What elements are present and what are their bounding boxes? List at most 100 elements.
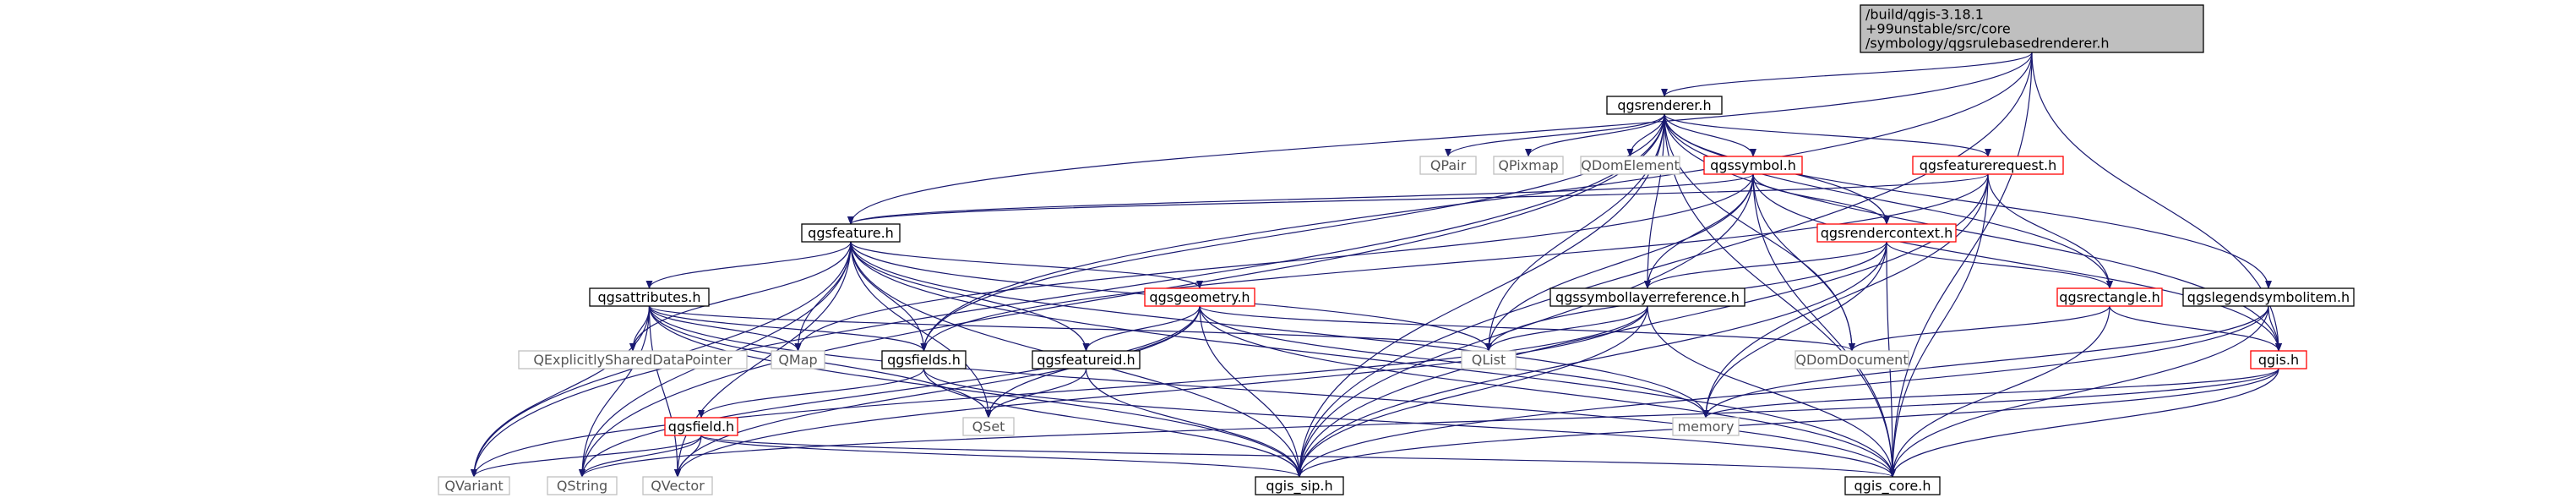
node-qgsrendercontext[interactable]: qgsrendercontext.h — [1816, 223, 1957, 243]
node-label-qpair: QPair — [1430, 157, 1467, 173]
edge-root-to-qgsrenderer — [1661, 52, 2033, 97]
node-qgsfeaturerequest[interactable]: qgsfeaturerequest.h — [1912, 156, 2064, 175]
node-qgsrenderer[interactable]: qgsrenderer.h — [1606, 96, 1723, 115]
node-qgis_sip[interactable]: qgis_sip.h — [1255, 476, 1344, 495]
node-qgsfield[interactable]: qgsfield.h — [664, 417, 738, 436]
edge-qgsattributes-to-qgis_core — [648, 305, 1896, 478]
edge-qgsrenderer-to-qgssymbollayerreference — [1644, 113, 1665, 289]
edge-qgslegendsymbolitem-to-qgis_sip — [1296, 305, 2269, 478]
node-qlist[interactable]: QList — [1461, 350, 1517, 369]
edge-qgsgeometry-to-qgis_sip — [1199, 305, 1303, 478]
edge-qgslegendsymbolitem-to-qgis_core — [1889, 305, 2269, 478]
edge-qgslegendsymbolitem-to-qgis — [2268, 305, 2282, 352]
node-box-qgis_sip — [1255, 476, 1344, 495]
edge-qgsfeature-to-qgsgeometry — [850, 241, 1203, 289]
node-qmap[interactable]: QMap — [771, 350, 825, 369]
node-qgslegendsymbolitem[interactable]: qgslegendsymbolitem.h — [2182, 287, 2355, 307]
node-box-root — [1860, 4, 2204, 53]
node-qgsrectangle[interactable]: qgsrectangle.h — [2056, 287, 2163, 307]
edge-qgssymbol-to-qgis — [1752, 173, 2282, 352]
node-label-qvector: QVector — [651, 478, 705, 494]
edge-qgsrenderer-to-qgslegendsymbolitem — [1664, 113, 2272, 289]
node-box-qgsfields — [881, 350, 967, 369]
edge-qgsrenderer-to-qstring — [579, 113, 1665, 478]
edge-qgsrenderer-to-qpair — [1445, 113, 1665, 157]
node-box-qlist — [1461, 350, 1517, 369]
node-box-qdomdocument — [1794, 350, 1909, 369]
node-label-qpixmap: QPixmap — [1498, 157, 1558, 173]
node-label-qgsrendercontext: qgsrendercontext.h — [1821, 225, 1953, 241]
edge-qgsrectangle-to-qgis_core — [1889, 305, 2110, 478]
node-label-memory: memory — [1678, 419, 1735, 435]
node-qvector[interactable]: QVector — [642, 476, 713, 495]
edge-qgsfeature-to-qgsfeatureid — [850, 241, 1090, 352]
edge-qgsrenderer-to-qgsfeaturerequest — [1664, 113, 1991, 157]
node-label-qgis_sip: qgis_sip.h — [1266, 478, 1332, 495]
nodes-layer: /build/qgis-3.18.1+99unstable/src/core/s… — [438, 4, 2355, 495]
node-label-qdomelement: QDomElement — [1581, 157, 1680, 173]
node-qexplicit[interactable]: QExplicitlySharedDataPointer — [518, 350, 748, 369]
node-box-qgslegendsymbolitem — [2182, 287, 2355, 307]
node-box-qexplicit — [518, 350, 748, 369]
edge-qgssymbol-to-qmap — [794, 173, 1754, 352]
edge-qgsgeometry-to-memory — [1199, 305, 1709, 419]
edge-qgsfeature-to-qgsattributes — [645, 241, 852, 289]
node-box-qvariant — [438, 476, 510, 495]
edge-qgsfeaturerequest-to-qgsrectangle — [1987, 173, 2113, 289]
edge-qgsrenderer-to-qgis_sip — [1296, 113, 1665, 478]
edge-qgssymbol-to-qlist — [1485, 173, 1754, 352]
node-qgssymbollayerreference[interactable]: qgssymbollayerreference.h — [1549, 287, 1745, 307]
edge-qgsgeometry-to-qgsfeatureid — [1082, 305, 1201, 352]
node-qset[interactable]: QSet — [962, 417, 1015, 436]
node-box-qpair — [1419, 156, 1477, 175]
node-qgssymbol[interactable]: qgssymbol.h — [1703, 156, 1803, 175]
edge-root-to-qgsfields — [920, 52, 2033, 352]
node-root[interactable]: /build/qgis-3.18.1+99unstable/src/core/s… — [1860, 4, 2204, 53]
node-qgis_core[interactable]: qgis_core.h — [1844, 476, 1941, 495]
edge-qgsrenderer-to-qgssymbol — [1664, 113, 1756, 157]
node-box-qgsrectangle — [2056, 287, 2163, 307]
edge-qgsfeature-to-qset — [850, 241, 992, 419]
edges-layer — [471, 52, 2282, 478]
edge-qgsgeometry-to-qgis_core — [1199, 305, 1896, 478]
node-qdomelement[interactable]: QDomElement — [1580, 156, 1680, 175]
edge-qgsgeometry-to-qvector — [674, 305, 1201, 478]
node-label-qmap: QMap — [778, 352, 817, 368]
node-box-qgsrendercontext — [1816, 223, 1957, 243]
node-label-qgsrenderer: qgsrenderer.h — [1617, 97, 1711, 113]
node-box-qgsfeaturerequest — [1912, 156, 2064, 175]
node-label-qset: QSet — [972, 419, 1005, 435]
node-qgsgeometry[interactable]: qgsgeometry.h — [1144, 287, 1255, 307]
node-box-qgsgeometry — [1144, 287, 1255, 307]
node-qdomdocument[interactable]: QDomDocument — [1794, 350, 1909, 369]
node-qgsfeature[interactable]: qgsfeature.h — [801, 223, 901, 243]
edge-qgssymbollayerreference-to-qvector — [674, 305, 1648, 478]
edge-qgsrectangle-to-qdomdocument — [1849, 305, 2110, 352]
edge-root-to-qgis_sip — [1296, 52, 2033, 478]
node-qpair[interactable]: QPair — [1419, 156, 1477, 175]
node-qstring[interactable]: QString — [547, 476, 618, 495]
edge-qgssymbol-to-qdomdocument — [1752, 173, 1855, 352]
edge-qgssymbollayerreference-to-qlist — [1485, 305, 1648, 352]
node-box-qgsfeatureid — [1032, 350, 1141, 369]
node-qpixmap[interactable]: QPixmap — [1493, 156, 1564, 175]
edge-qgsrenderer-to-qpixmap — [1525, 113, 1665, 157]
edge-qgsfield-to-qvector — [674, 435, 702, 478]
node-qgis[interactable]: qgis.h — [2250, 350, 2307, 369]
edge-qgsgeometry-to-qstring — [579, 305, 1201, 478]
node-label-qgsfeatureid: qgsfeatureid.h — [1037, 352, 1135, 368]
edge-qgssymbol-to-qgis_core — [1752, 173, 1896, 478]
node-memory[interactable]: memory — [1672, 417, 1740, 436]
node-box-qgsfeature — [801, 223, 901, 243]
node-box-qmap — [771, 350, 825, 369]
node-box-qgsattributes — [589, 287, 710, 307]
node-qvariant[interactable]: QVariant — [438, 476, 510, 495]
node-qgsfeatureid[interactable]: qgsfeatureid.h — [1032, 350, 1141, 369]
edge-qgsrendercontext-to-memory — [1702, 241, 1887, 419]
edge-qgsrenderer-to-qgis — [1664, 113, 2282, 352]
node-qgsfields[interactable]: qgsfields.h — [881, 350, 967, 369]
node-qgsattributes[interactable]: qgsattributes.h — [589, 287, 710, 307]
node-box-qstring — [547, 476, 618, 495]
edge-qgsrendercontext-to-qgis_sip — [1296, 241, 1887, 478]
